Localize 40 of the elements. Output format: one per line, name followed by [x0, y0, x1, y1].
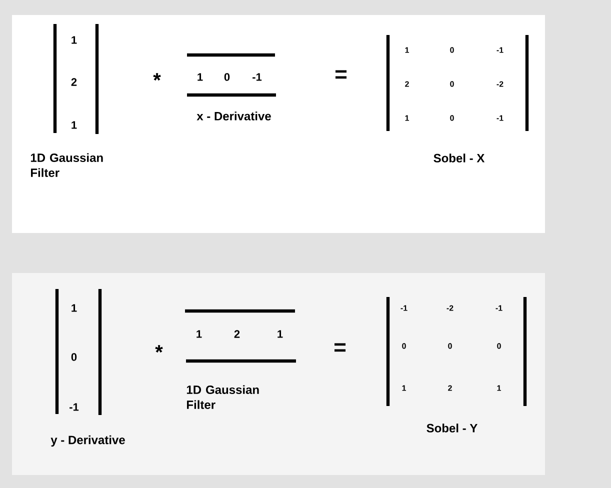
matrix-entry: -1 [400, 305, 408, 311]
matrix-entry: 0 [402, 343, 406, 349]
operator: = [334, 343, 346, 352]
matrix-entry: 2 [448, 385, 452, 391]
vector-entry: 2 [234, 330, 240, 338]
vector-entry: 0 [71, 353, 77, 361]
matrix-entry: -1 [496, 115, 504, 121]
vector-entry: 1 [72, 36, 77, 44]
caption: 1D Gaussian Filter [30, 153, 103, 177]
vector-entry: -1 [252, 73, 262, 81]
caption: y - Derivative [50, 435, 125, 447]
matrix-entry: 0 [448, 343, 452, 349]
vector-entry: 1 [278, 330, 283, 338]
matrix-entry: -2 [446, 305, 454, 311]
matrix-entry: -2 [496, 81, 504, 87]
operator: = [336, 70, 347, 79]
caption: Sobel - Y [426, 424, 478, 432]
matrix-entry: 0 [450, 81, 454, 87]
matrix-entry: -1 [496, 47, 504, 53]
vector-entry: 1 [198, 73, 203, 81]
operator: * [155, 345, 163, 353]
vector-entry: 2 [71, 78, 77, 86]
vector-entry: -1 [70, 403, 79, 411]
vector-entry: 1 [72, 121, 77, 129]
matrix-entry: 0 [497, 343, 501, 349]
matrix-entry: 0 [450, 115, 454, 121]
operator: * [153, 73, 161, 81]
matrix-entry: 1 [405, 115, 409, 121]
vector-entry: 1 [196, 330, 202, 338]
matrix-entry: 1 [402, 385, 406, 391]
matrix-entry: 1 [405, 47, 409, 53]
vector-entry: 0 [224, 73, 230, 81]
matrix-entry: 2 [405, 81, 409, 87]
caption: x - Derivative [196, 112, 271, 120]
caption: Sobel - X [434, 154, 485, 162]
matrix-entry: -1 [496, 305, 502, 311]
caption: 1D Gaussian Filter [186, 385, 259, 409]
matrix-entry: 1 [497, 385, 501, 391]
vector-entry: 1 [72, 304, 77, 312]
matrix-entry: 0 [450, 47, 454, 53]
